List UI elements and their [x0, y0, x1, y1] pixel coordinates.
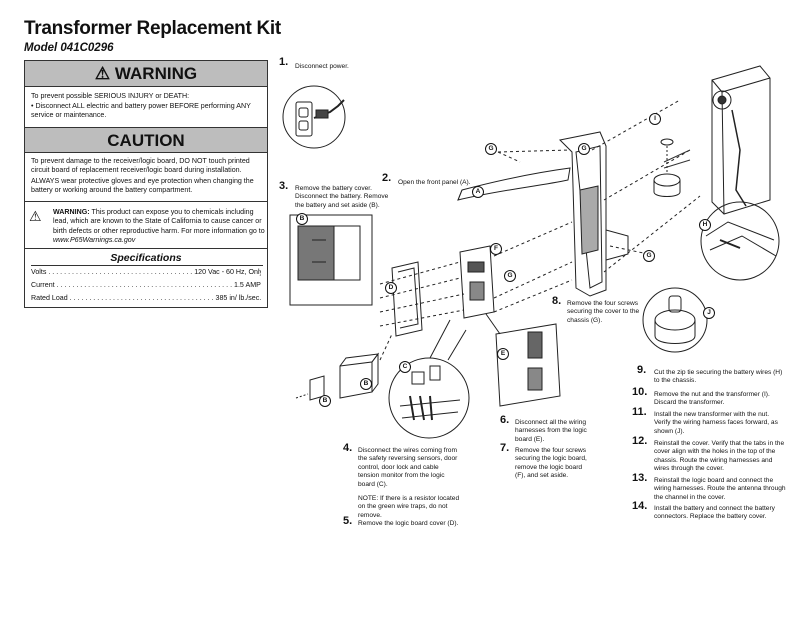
callout-g: G: [643, 250, 655, 262]
step-7: 7. Remove the four screws securing the l…: [500, 442, 592, 481]
step-text: Install the new transformer with the nut…: [654, 411, 778, 435]
divider: [31, 265, 263, 266]
transformer: [653, 173, 681, 187]
step-text: Remove the logic board cover (D).: [358, 520, 459, 527]
step-number: 5.: [343, 515, 353, 527]
prop65-body: This product can expose you to chemicals…: [53, 208, 265, 235]
spec-label: Current: [31, 281, 55, 289]
spec-row-rated-load: Rated Load . . . . . . . . . . . . . . .…: [31, 294, 261, 302]
step-14: 14. Install the battery and connect the …: [632, 500, 787, 522]
step-number: 12.: [632, 435, 648, 447]
step-number: 9.: [637, 364, 647, 376]
step-text: Remove the four screws securing the logi…: [515, 447, 587, 480]
spec-value: 120 Vac - 60 Hz, Only: [194, 268, 261, 276]
harness-detail: [495, 323, 561, 407]
step-4: 4. Disconnect the wires coming from the …: [343, 442, 461, 520]
step-note: NOTE: If there is a resistor located on …: [358, 495, 460, 519]
prop65-text: WARNING: This product can expose you to …: [53, 208, 265, 246]
logic-board-cover: [391, 261, 423, 337]
caution-heading: CAUTION: [107, 131, 185, 150]
step-text: Install the battery and connect the batt…: [654, 505, 775, 521]
spec-label: Rated Load: [31, 294, 68, 302]
warning-triangle-icon: ⚠: [94, 64, 111, 83]
step-9: 9. Cut the zip tie securing the battery …: [637, 364, 787, 386]
step-text: Remove the nut and the transformer (I). …: [654, 391, 770, 407]
wire-detail: [388, 357, 470, 439]
step-number: 6.: [500, 414, 510, 426]
step-number: 10.: [632, 386, 648, 398]
prop65-link[interactable]: www.P65Warnings.ca.gov: [53, 236, 136, 245]
spec-row-current: Current . . . . . . . . . . . . . . . . …: [31, 281, 261, 289]
prop65-label: WARNING:: [53, 208, 90, 216]
warning-heading: WARNING: [114, 64, 198, 83]
battery-compartment-detail: [289, 214, 373, 306]
caution-line-1: To prevent damage to the receiver/logic …: [31, 157, 250, 175]
step-text: Reinstall the logic board and connect th…: [654, 477, 786, 501]
step-3: 3. Remove the battery cover. Disconnect …: [279, 180, 391, 210]
step-text: Reinstall the cover. Verify that the tab…: [654, 440, 785, 473]
outlet-detail-circle: [282, 85, 346, 149]
caution-banner: CAUTION: [25, 127, 267, 153]
safety-panel: ⚠ WARNING To prevent possible SERIOUS IN…: [24, 60, 268, 308]
callout-j: J: [703, 307, 715, 319]
callout-d: D: [385, 282, 397, 294]
step-number: 7.: [500, 442, 510, 454]
callout-c: C: [399, 361, 411, 373]
step-12: 12. Reinstall the cover. Verify that the…: [632, 435, 787, 474]
step-text: Remove the battery cover. Disconnect the…: [295, 185, 389, 209]
step-number: 14.: [632, 500, 648, 512]
callout-a: A: [472, 186, 484, 198]
chassis-cover: [558, 131, 607, 297]
front-panel: [457, 167, 571, 201]
callout-b: B: [296, 213, 308, 225]
step-number: 3.: [279, 180, 289, 192]
step-number: 8.: [552, 295, 562, 307]
step-6: 6. Disconnect all the wiring harnesses f…: [500, 414, 592, 444]
step-11: 11. Install the new transformer with the…: [632, 406, 787, 436]
callout-h: H: [699, 219, 711, 231]
callout-b: B: [360, 378, 372, 390]
step-text: Disconnect the wires coming from the saf…: [358, 447, 458, 488]
step-8: 8. Remove the four screws securing the c…: [552, 295, 644, 325]
step-5: 5. Remove the logic board cover (D).: [343, 515, 473, 528]
step-text: Remove the four screws securing the cove…: [567, 300, 640, 324]
prop65-warning-icon: ⚠: [29, 208, 42, 224]
warning-line-1: To prevent possible SERIOUS INJURY or DE…: [31, 92, 190, 100]
step-13: 13. Reinstall the logic board and connec…: [632, 472, 787, 502]
callout-g: G: [504, 270, 516, 282]
opener-chassis: [711, 65, 771, 215]
callout-e: E: [497, 348, 509, 360]
spec-row-volts: Volts . . . . . . . . . . . . . . . . . …: [31, 268, 261, 276]
step-text: Disconnect power.: [295, 63, 349, 70]
step-number: 1.: [279, 56, 289, 68]
model-number: Model 041C0296: [24, 42, 114, 54]
outlet-plate: [295, 101, 313, 137]
callout-f: F: [490, 243, 502, 255]
step-text: Cut the zip tie securing the battery wir…: [654, 369, 783, 385]
spec-value: 385 in/ lb./sec.: [215, 294, 261, 302]
transformer-detail: [642, 287, 708, 353]
zip-tie-detail: [700, 201, 780, 281]
warning-line-2: • Disconnect ALL electric and battery po…: [31, 102, 251, 120]
callout-g: G: [578, 143, 590, 155]
warning-banner: ⚠ WARNING: [25, 61, 267, 87]
step-10: 10. Remove the nut and the transformer (…: [632, 386, 787, 408]
spec-label: Volts: [31, 268, 47, 276]
specs-title: Specifications: [110, 252, 182, 264]
step-text: Disconnect all the wiring harnesses from…: [515, 419, 587, 443]
step-number: 11.: [632, 406, 647, 418]
step-number: 13.: [632, 472, 648, 484]
spec-value: 1.5 AMP: [234, 281, 261, 289]
step-number: 2.: [382, 172, 392, 184]
caution-line-2: ALWAYS wear protective gloves and eye pr…: [31, 177, 254, 195]
divider: [25, 248, 267, 249]
step-text: Open the front panel (A).: [398, 179, 471, 186]
callout-b: B: [319, 395, 331, 407]
step-number: 4.: [343, 442, 353, 454]
callout-i: I: [649, 113, 661, 125]
divider: [25, 201, 267, 202]
document-title: Transformer Replacement Kit: [24, 18, 281, 39]
callout-g: G: [485, 143, 497, 155]
